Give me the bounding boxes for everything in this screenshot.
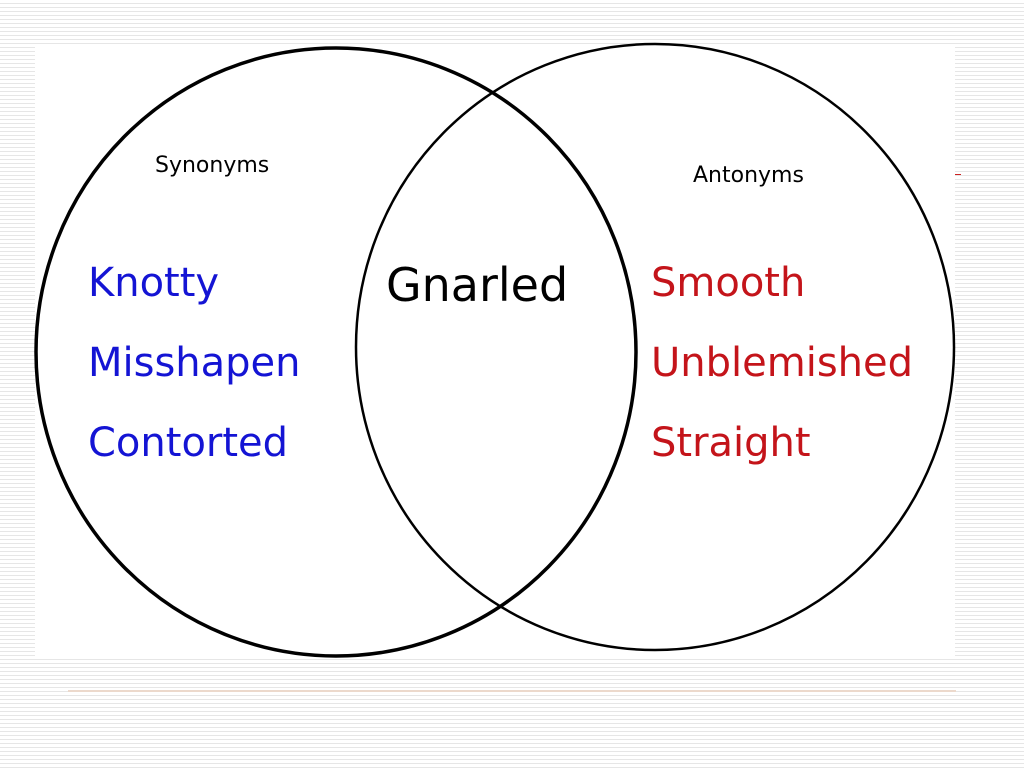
antonym-word: Smooth — [651, 260, 806, 306]
slide-panel — [35, 44, 955, 656]
synonyms-heading: Synonyms — [155, 153, 270, 178]
synonym-word: Misshapen — [88, 340, 301, 386]
synonym-word: Knotty — [88, 260, 220, 306]
synonym-word: Contorted — [88, 420, 289, 466]
antonyms-heading: Antonyms — [693, 163, 804, 188]
antonym-word: Unblemished — [651, 340, 914, 386]
antonym-word: Straight — [651, 420, 811, 466]
synonym-list: Knotty Misshapen Contorted — [88, 243, 301, 483]
center-term: Gnarled — [386, 258, 569, 312]
footer-divider — [68, 690, 956, 692]
antonym-list: Smooth Unblemished Straight — [651, 243, 913, 483]
edge-mark — [955, 174, 961, 175]
synonyms-circle — [34, 46, 638, 658]
antonyms-circle — [354, 42, 956, 652]
